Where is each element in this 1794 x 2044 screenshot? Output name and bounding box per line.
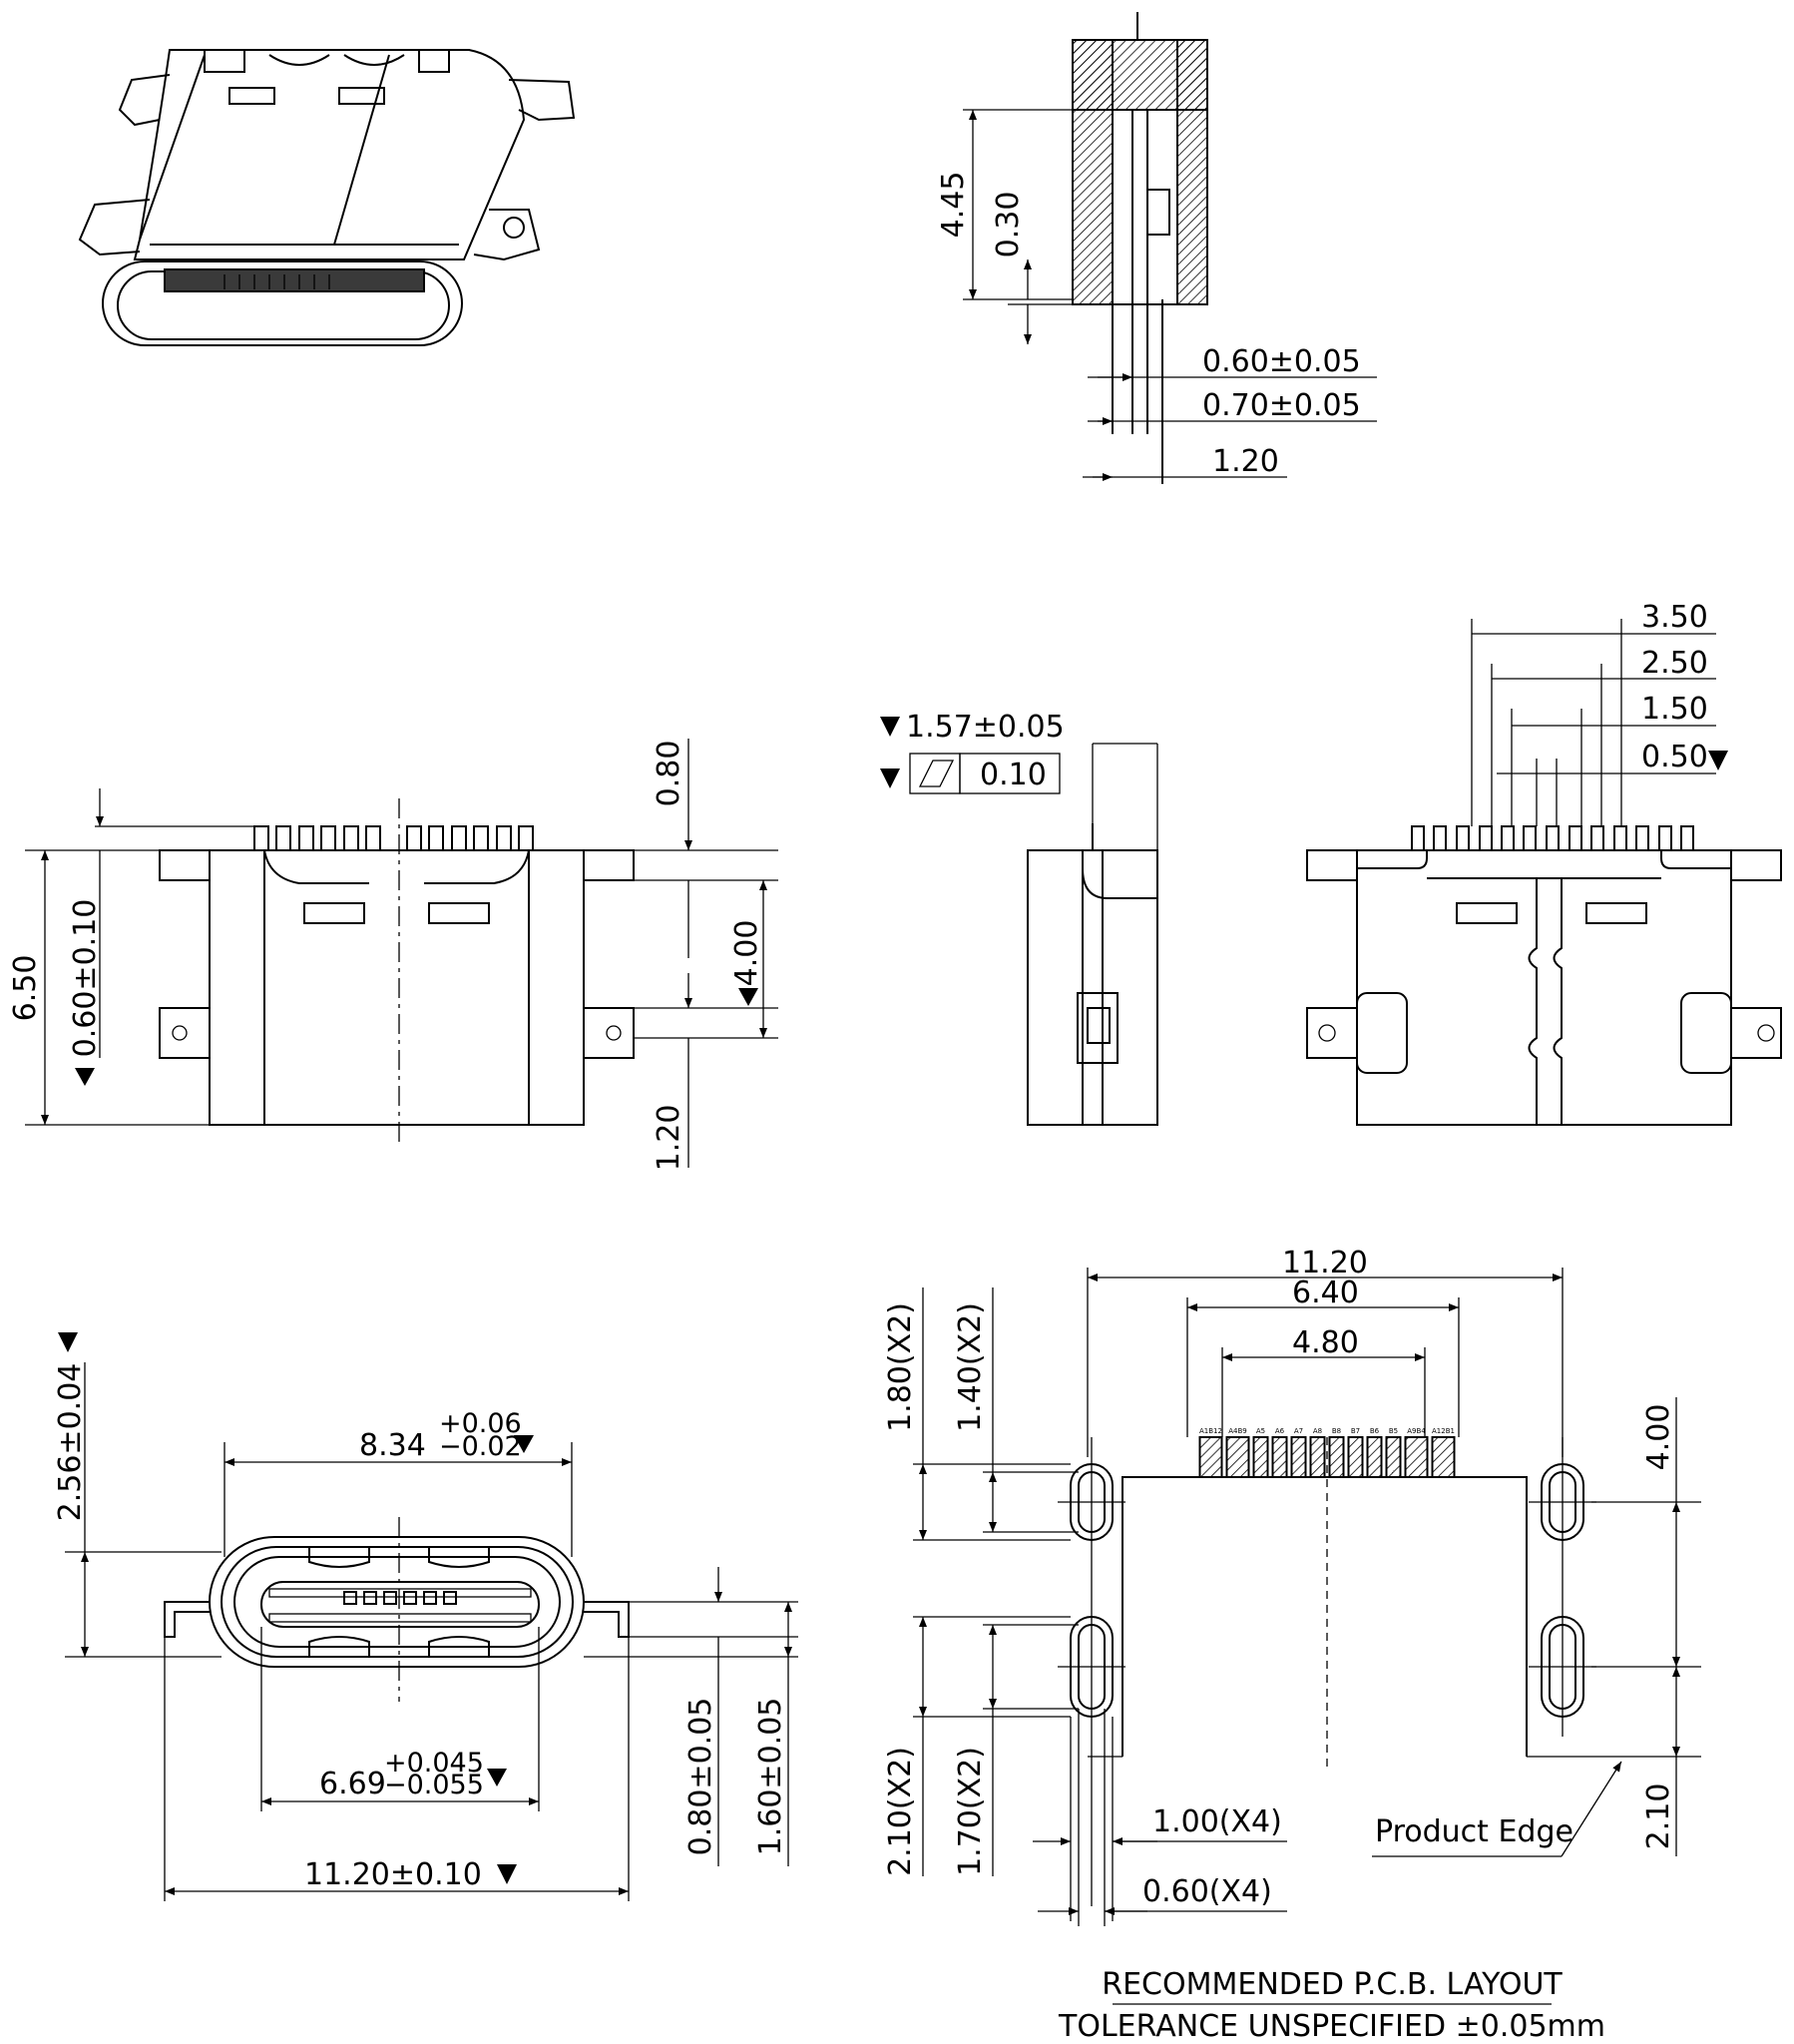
dim-1-70-x2: 1.70(X2) [953,1747,988,1876]
pcb-pads: A1B12 A4B9 A5 A6 A7 A8 B8 B7 B6 B5 A9B4 A12B1 [1198,1427,1456,1478]
flatness-value: 0.10 [980,758,1047,792]
dim-0-80-0-05: 0.80±0.05 [683,1698,718,1856]
datum-triangle-5 [1708,751,1728,770]
dim-3-50: 3.50 [1641,600,1708,635]
datum-triangle-8 [487,1769,507,1787]
pcb-pad [1366,1436,1383,1478]
pcb-pad-label: A6 [1275,1427,1285,1435]
dim-6-69: 6.69 [319,1767,386,1801]
dim-pcb-6-40: 6.40 [1292,1276,1359,1310]
pcb-pad [1347,1436,1364,1478]
pcb-pad-label: B8 [1332,1427,1341,1435]
dim-pcb-4-00: 4.00 [1641,1404,1676,1471]
dim-1-20-front: 1.20 [652,1105,686,1172]
dim-1-57: 1.57±0.05 [906,710,1065,745]
dim-1-40-x2: 1.40(X2) [953,1302,988,1432]
pcb-pad [1252,1436,1269,1478]
datum-triangle-9 [497,1864,517,1884]
pcb-layout: A1B12 A4B9 A5 A6 A7 A8 B8 B7 B6 B5 A9B4 A12B1 11.20… [883,1246,1701,1926]
pcb-pad [1385,1436,1402,1478]
dim-1-20: 1.20 [1212,444,1279,479]
pcb-pad-label: A7 [1294,1427,1303,1435]
pcb-pad-label: A5 [1256,1427,1265,1435]
notes-title: RECOMMENDED P.C.B. LAYOUT [1102,1967,1563,2002]
dim-2-10-x2: 2.10(X2) [883,1747,918,1876]
dim-0-30: 0.30 [991,192,1026,258]
pcb-pad [1225,1436,1250,1478]
notes-tolerance: TOLERANCE UNSPECIFIED ±0.05mm [1058,2009,1605,2044]
dim-6-69-minus: −0.055 [384,1770,484,1800]
dim-0-50: 0.50 [1641,740,1708,774]
dim-0-60-x4: 0.60(X4) [1142,1874,1272,1909]
datum-triangle-7 [514,1435,534,1453]
pcb-pad [1431,1436,1456,1478]
notes: RECOMMENDED P.C.B. LAYOUT TOLERANCE UNSP… [1058,1967,1605,2044]
pcb-pad-label: A8 [1313,1427,1322,1435]
dim-0-60: 0.60±0.05 [1202,344,1361,379]
product-edge-label: Product Edge [1375,1814,1573,1849]
dim-2-50: 2.50 [1641,646,1708,681]
dim-8-34: 8.34 [359,1428,426,1463]
pcb-pad-label: A9B4 [1407,1427,1426,1435]
pcb-pad [1271,1436,1288,1478]
pcb-pad-label: B7 [1351,1427,1360,1435]
dim-0-60-0-10: 0.60±0.10 [68,899,103,1058]
pcb-pad-label: B5 [1389,1427,1398,1435]
pcb-pad [1290,1436,1307,1478]
datum-triangle [75,1068,95,1086]
datum-triangle-3 [880,717,900,737]
dim-0-70: 0.70±0.05 [1202,388,1361,423]
dim-2-56: 2.56±0.04 [53,1363,88,1522]
dim-pcb-2-10: 2.10 [1641,1784,1676,1850]
dim-11-20-0-10: 11.20±0.10 [304,1857,482,1892]
dim-1-80-x2: 1.80(X2) [883,1302,918,1432]
dim-4-00: 4.00 [729,920,764,987]
pcb-pad [1198,1436,1223,1478]
pcb-pad-label: A4B9 [1228,1427,1247,1435]
end-view: 2.56±0.04 8.34 +0.06 −0.02 6.69 +0.045 −… [53,1332,798,1901]
pcb-pad-label: B6 [1370,1427,1380,1435]
dim-4-45: 4.45 [936,172,971,239]
rear-view: 3.50 2.50 1.50 0.50 [1306,600,1782,1126]
pcb-pad-label: A1B12 [1199,1427,1222,1435]
pcb-pad-label: A12B1 [1432,1427,1455,1435]
side-section-view: 4.45 0.30 0.60±0.05 0.70±0.05 1.20 [936,12,1377,484]
datum-triangle-4 [880,768,900,788]
pcb-pad [1309,1436,1326,1478]
dim-1-50: 1.50 [1641,692,1708,727]
datum-triangle-2 [738,988,758,1006]
pcb-pad [1328,1436,1345,1478]
dim-0-80: 0.80 [652,741,686,807]
dim-6-50: 6.50 [8,955,43,1022]
dim-6-69-plus: +0.045 [384,1748,484,1779]
dim-8-34-plus: +0.06 [439,1408,522,1439]
datum-triangle-6 [58,1332,78,1352]
pcb-pad [1404,1436,1429,1478]
side-view: 1.57±0.05 0.10 [880,710,1158,1126]
dim-1-00-x4: 1.00(X4) [1152,1804,1282,1839]
isometric-view [78,49,576,346]
front-view: 6.50 0.60±0.10 0.80 4.00 1.20 [8,739,778,1171]
dim-8-34-minus: −0.02 [439,1431,522,1462]
dim-pcb-11-20: 11.20 [1282,1246,1368,1280]
dim-pcb-4-80: 4.80 [1292,1325,1359,1360]
dim-1-60-0-05: 1.60±0.05 [753,1698,788,1856]
